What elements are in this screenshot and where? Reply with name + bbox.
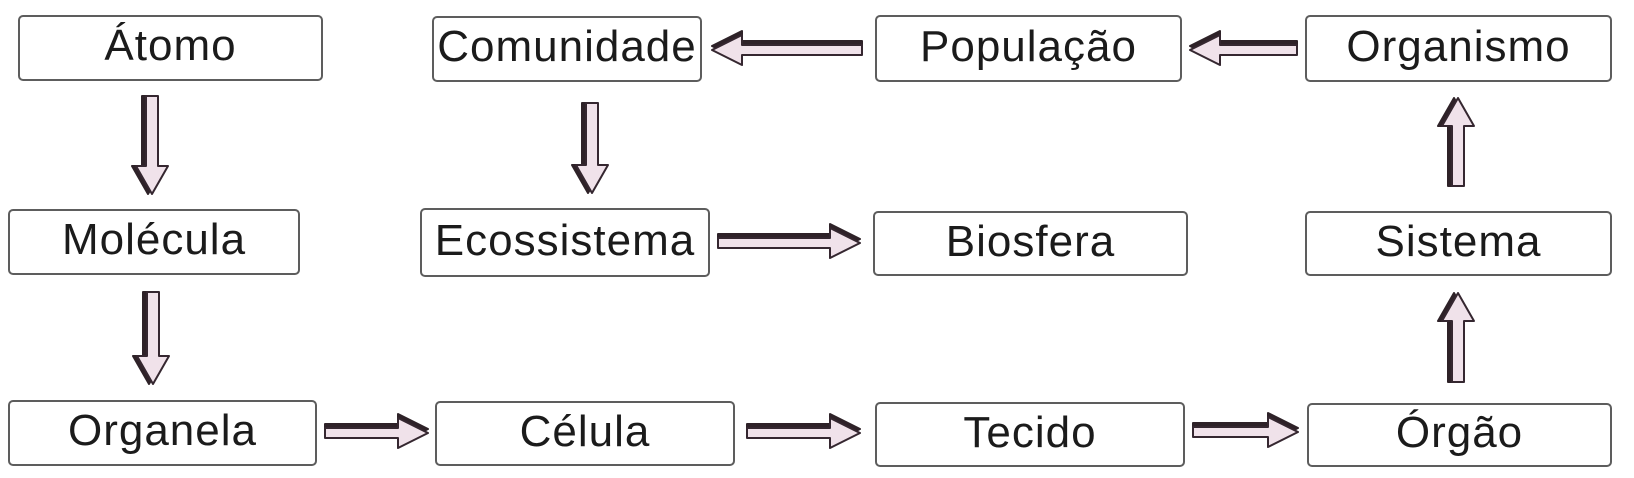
arrow-body <box>136 291 170 385</box>
node-label-organismo: Organismo <box>1346 21 1571 71</box>
arrow-organela-to-celula <box>324 413 429 449</box>
node-label-celula: Célula <box>519 406 651 456</box>
node-ecossistema: Ecossistema <box>420 208 710 277</box>
node-label-sistema: Sistema <box>1375 216 1542 266</box>
arrow-body <box>1192 416 1299 448</box>
arrow-tecido-to-orgao <box>1192 412 1299 448</box>
node-label-organela: Organela <box>67 406 257 455</box>
arrow-body <box>717 227 861 259</box>
node-sistema: Sistema <box>1305 211 1612 276</box>
node-label-orgao: Órgão <box>1395 408 1524 457</box>
arrow-celula-to-tecido <box>746 413 861 449</box>
node-label-biosfera: Biosfera <box>945 216 1116 266</box>
node-tecido: Tecido <box>875 402 1185 467</box>
arrow-body <box>746 417 861 449</box>
node-label-populacao: População <box>920 21 1137 71</box>
arrow-organismo-to-populacao <box>1189 30 1298 66</box>
arrow-populacao-to-comunidade <box>711 30 863 66</box>
arrow-comunidade-to-ecossistema <box>571 102 609 194</box>
node-biosfera: Biosfera <box>873 211 1188 276</box>
node-atomo: Átomo <box>18 15 323 81</box>
node-molecula: Molécula <box>8 209 300 275</box>
node-comunidade: Comunidade <box>432 16 702 82</box>
node-label-tecido: Tecido <box>963 407 1097 457</box>
node-organismo: Organismo <box>1305 15 1612 82</box>
arrow-body <box>1441 97 1475 187</box>
arrow-body <box>135 95 169 195</box>
arrow-ecossistema-to-biosfera <box>717 223 861 259</box>
arrow-body <box>1189 34 1298 66</box>
arrow-atomo-to-molecula <box>131 95 169 195</box>
node-celula: Célula <box>435 401 735 466</box>
node-label-comunidade: Comunidade <box>437 22 697 71</box>
node-label-atomo: Átomo <box>104 21 237 70</box>
arrow-body <box>711 34 863 66</box>
node-organela: Organela <box>8 400 317 466</box>
node-orgao: Órgão <box>1307 403 1612 467</box>
arrow-sistema-to-organismo <box>1437 97 1475 187</box>
arrow-body <box>324 417 429 449</box>
arrow-body <box>575 102 609 194</box>
arrow-body <box>1441 292 1475 383</box>
node-label-molecula: Molécula <box>61 215 247 264</box>
node-populacao: População <box>875 15 1182 82</box>
arrow-orgao-to-sistema <box>1437 292 1475 383</box>
arrow-molecula-to-organela <box>132 291 170 385</box>
node-label-ecossistema: Ecossistema <box>434 215 696 265</box>
